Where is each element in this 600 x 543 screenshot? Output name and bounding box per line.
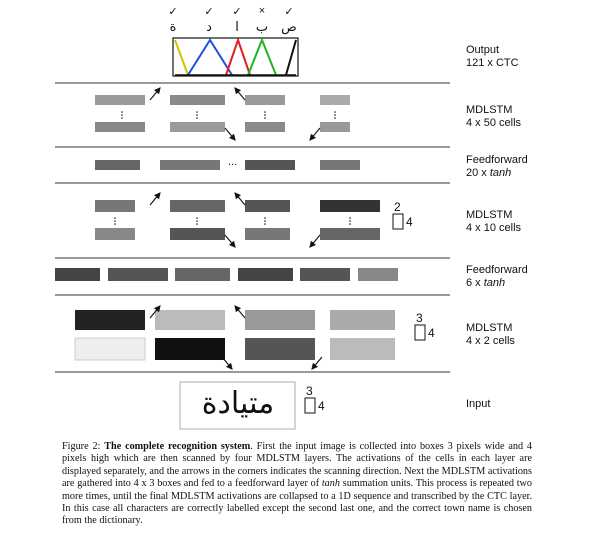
output-mark: ✓ [204,6,214,18]
box-width-label: 2 [394,200,401,214]
output-mark: ✓ [232,6,242,18]
box-height-label: 4 [318,399,325,413]
scan-arrow [221,356,233,370]
output-mark: ✓ [284,6,294,18]
output-char: ة [169,20,177,35]
mdlstm-2-activations [74,310,426,361]
layer-label-input: Input [466,398,491,410]
caption-italic: tanh [321,478,340,490]
scan-arrow [149,87,161,101]
ctc-output-plot [172,36,299,77]
figure-caption: Figure 2: The complete recognition syste… [62,441,532,528]
scan-arrow [234,192,246,206]
scan-arrow [234,87,246,101]
horizontal-ellipsis: ... [228,156,238,168]
vertical-ellipsis [114,111,351,225]
box-width-label: 3 [306,384,313,398]
caption-title: The complete recognition system [104,441,251,452]
recognition-system-diagram [55,36,450,430]
box-height-label: 4 [428,326,435,340]
output-char: ب [255,20,269,35]
caption-text: . First the input image is collected int… [62,441,532,490]
input-image-frame [179,381,296,430]
box-3x4-lower [304,397,316,414]
scan-arrow [224,234,236,248]
scan-arrow [149,192,161,206]
scan-arrow [309,127,321,141]
box-width-label: 3 [416,311,423,325]
output-char: ا [235,20,239,35]
feedforward-20-activations [95,160,360,170]
mdlstm-50-activations [95,95,350,132]
output-char: د [206,20,212,35]
box-height-label: 4 [406,215,413,229]
input-handwriting: متيادة [201,386,275,421]
box-2x4 [392,213,404,230]
box-3x4-upper [414,324,426,341]
scan-arrow [224,127,236,141]
output-char: ص [281,20,297,35]
scan-arrow [149,305,161,319]
caption-text: summation units. This process is repeate… [62,478,532,527]
output-mark: × [258,5,266,17]
output-mark: ✓ [168,6,178,18]
caption-figure-label: Figure 2: [62,441,101,452]
feedforward-6-activations [55,268,398,281]
scan-arrow [234,305,246,319]
scan-arrow [311,356,323,370]
mdlstm-10-activations [95,200,404,240]
scan-arrow [309,234,321,248]
